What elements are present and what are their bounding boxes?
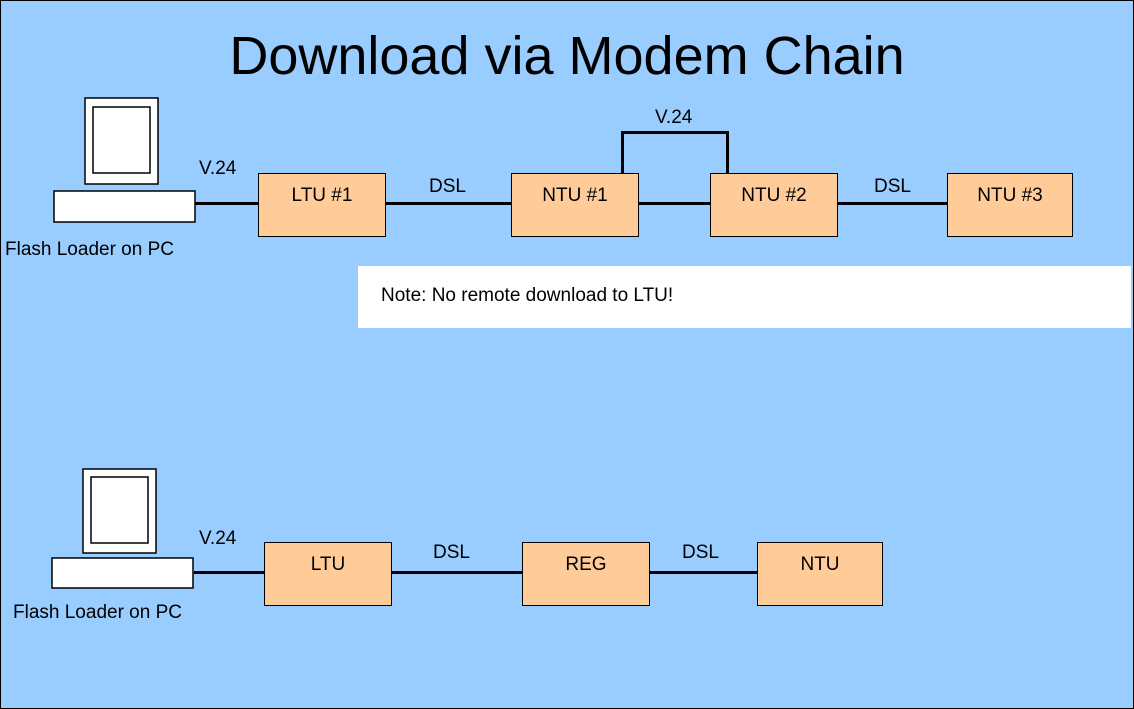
v24-link-line [195,202,258,205]
dsl-link-label: DSL [682,542,719,563]
ntu-2-node: NTU #2 [710,173,838,237]
ntu-1-node: NTU #1 [511,173,639,237]
dsl-link-label: DSL [874,176,911,197]
dsl-link-line [386,202,511,205]
v24-bridge-top [621,131,729,134]
v24-link-line [194,571,264,574]
dsl-link-line [650,571,757,574]
dsl-link-label: DSL [433,542,470,563]
pc-label: Flash Loader on PC [13,602,182,623]
ltu-node: LTU [264,542,392,606]
dsl-link-label: DSL [429,176,466,197]
v24-bridge-left [621,131,624,173]
v24-link-label: V.24 [199,528,237,549]
ntu-3-node: NTU #3 [947,173,1073,237]
v24-bridge-right [726,131,729,173]
v24-bridge-label: V.24 [655,107,693,128]
v24-link-label: V.24 [199,158,237,179]
computer-icon [53,97,196,232]
note-box: Note: No remote download to LTU! [358,266,1131,328]
dsl-link-line [838,202,947,205]
ntu-link-line [639,202,710,205]
dsl-link-line [392,571,522,574]
computer-icon [51,468,194,593]
pc-label: Flash Loader on PC [5,239,174,260]
slide-title: Download via Modem Chain [229,26,905,86]
ltu-1-node: LTU #1 [258,173,386,237]
ntu-node: NTU [757,542,883,606]
reg-node: REG [522,542,650,606]
